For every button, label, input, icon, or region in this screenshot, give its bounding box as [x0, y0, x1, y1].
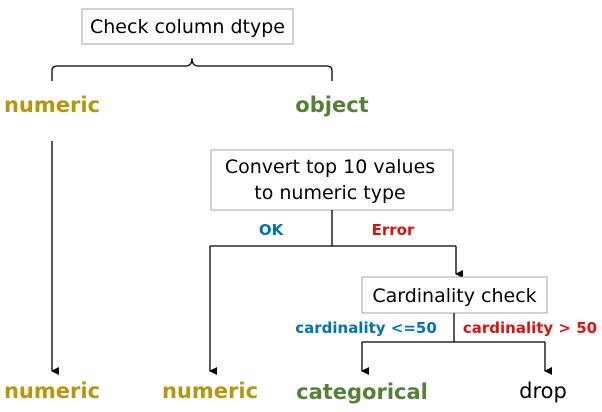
outcome-numeric-2: numeric	[162, 379, 258, 403]
ok-edge-label: OK	[259, 221, 285, 239]
dtype-brace	[51, 57, 333, 81]
cardinality-low-label: cardinality <=50	[295, 319, 437, 337]
error-edge-label: Error	[372, 221, 415, 239]
cardinality-check-label: Cardinality check	[372, 285, 536, 307]
cardinality-check-box	[361, 276, 548, 314]
convert-box	[210, 149, 454, 211]
branch-numeric-label: numeric	[4, 93, 100, 117]
check-dtype-label: Check column dtype	[90, 16, 285, 38]
convert-label-line2: to numeric type	[254, 182, 405, 204]
outcome-categorical: categorical	[296, 380, 428, 404]
convert-label-line1: Convert top 10 values	[225, 156, 435, 178]
check-dtype-box	[81, 8, 294, 45]
outcome-drop: drop	[519, 379, 567, 403]
outcome-numeric-1: numeric	[4, 379, 100, 403]
branch-object-label: object	[295, 93, 368, 117]
cardinality-high-label: cardinality > 50	[463, 319, 597, 337]
